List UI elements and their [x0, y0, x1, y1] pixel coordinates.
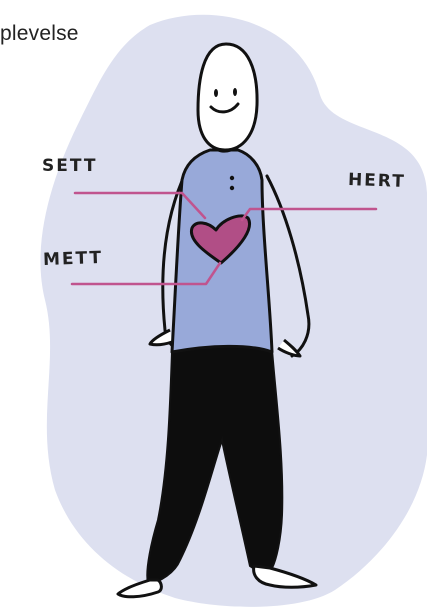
head	[198, 44, 257, 150]
label-mett: METT	[43, 248, 104, 270]
left-shoe	[118, 580, 161, 597]
shirt-button	[230, 186, 234, 190]
label-hert: HERT	[348, 170, 406, 192]
right-eye	[233, 88, 237, 96]
page-title-fragment: plevelse	[0, 22, 79, 46]
left-eye	[214, 89, 218, 97]
label-sett: SETT	[42, 156, 97, 176]
shirt-button	[230, 176, 234, 180]
